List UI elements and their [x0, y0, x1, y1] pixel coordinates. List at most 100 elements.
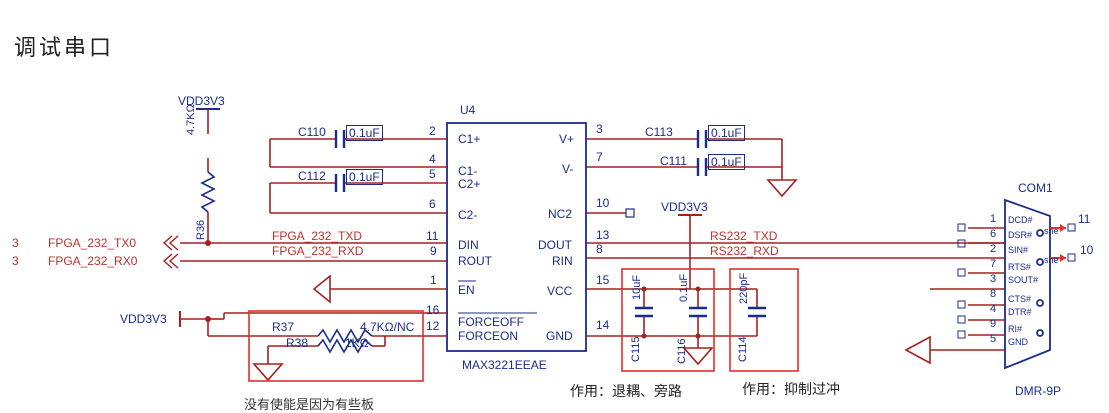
r36-ref: R36	[195, 219, 207, 240]
u4-pin-name: FORCEON	[458, 329, 518, 343]
u4-pin-number: 15	[596, 273, 610, 287]
r38-ref: R38	[286, 336, 309, 350]
r37-value: 4.7KΩ/NC	[360, 320, 415, 334]
u4-pin-number: 16	[426, 303, 440, 317]
u4-pin-number: 7	[596, 150, 603, 164]
highlight-box-enable	[248, 310, 424, 382]
c112-ref: C112	[298, 169, 326, 183]
u4-pin-name: C2+	[458, 177, 481, 191]
u4-pin-name: DOUT	[538, 238, 572, 252]
resistor-r37	[317, 328, 373, 344]
highlight-box-decoupling	[621, 268, 715, 372]
u4-pin-number: 4	[429, 152, 436, 166]
c116-value: 0.1uF	[678, 273, 690, 302]
u4-ref: U4	[460, 103, 476, 117]
u4-pin-number: 9	[430, 244, 437, 258]
c111-value: 0.1uF	[708, 154, 745, 170]
u4-pin-number: 3	[596, 122, 603, 136]
u4-pin-name: C1-	[458, 164, 478, 178]
u4-pin-name: NC2	[548, 207, 573, 221]
u4-pin-name: FORCEOFF	[458, 315, 524, 329]
c112-value: 0.1uF	[346, 169, 383, 185]
c116-ref: C116	[676, 338, 688, 364]
port-sheet-number: 3	[12, 254, 19, 268]
com1-body	[1004, 198, 1051, 370]
port-fpga-rx[interactable]: FPGA_232_RX0	[48, 254, 138, 268]
net-label: FPGA_232_TXD	[272, 229, 363, 243]
com1-pin-number: 1	[990, 213, 997, 225]
u4-pin-name: V-	[562, 162, 574, 176]
com1-pin-number: 4	[990, 303, 997, 315]
com1-part: DMR-9P	[1015, 384, 1062, 398]
com1-pin-name: DSR#	[1008, 230, 1033, 240]
c114-value: 220pF	[738, 272, 750, 304]
en-arrow	[312, 274, 331, 304]
u4-pin-number: 11	[426, 229, 439, 243]
u4-pin-name: C2-	[458, 208, 478, 222]
com1-pin-name: GND	[1008, 337, 1028, 347]
u4-pin-number: 5	[429, 167, 436, 181]
resistor-r38	[317, 338, 373, 354]
ground-symbol	[682, 347, 714, 366]
c111-ref: C111	[660, 154, 687, 168]
resistor-r36	[200, 171, 216, 213]
u4-pin-number: 12	[426, 319, 440, 333]
com1-pin-number: 5	[990, 333, 997, 345]
u4-pin-number: 14	[596, 318, 610, 332]
com1-pin-number: 8	[990, 288, 997, 300]
r36-value: 4.7KΩ	[185, 104, 197, 135]
net-label: RS232_TXD	[710, 229, 778, 243]
com1-pin-name: DCD#	[1008, 215, 1033, 225]
c113-ref: C113	[645, 125, 673, 139]
com1-pin-name: CTS#	[1008, 294, 1032, 304]
annotation-cut-note: 没有使能是因为有些板	[244, 397, 375, 412]
u4-pin-number: 2	[429, 124, 436, 138]
com1-mount-number: 11	[1078, 212, 1091, 226]
u4-body	[446, 122, 587, 352]
ground-symbol	[766, 179, 798, 198]
u4-pin-name: RIN	[552, 254, 573, 268]
com1-shield-label: she	[1044, 226, 1059, 236]
com1-shield-label: she	[1044, 255, 1059, 265]
net-label: FPGA_232_RXD	[272, 244, 364, 258]
com1-pin-name: SIN#	[1008, 245, 1029, 255]
power-label-vdd: VDD3V3	[178, 94, 225, 108]
gnd-arrow	[904, 335, 931, 365]
com1-ref: COM1	[1018, 181, 1053, 195]
r38-value: 1KΩ	[345, 336, 369, 350]
com1-pin-number: 3	[990, 273, 997, 285]
com1-mount-number: 10	[1080, 243, 1094, 257]
u4-pin-number: 1	[430, 273, 437, 287]
u4-pin-name: ROUT	[458, 254, 492, 268]
u4-pin-name: GND	[546, 329, 573, 343]
com1-pin-name: DTR#	[1008, 307, 1032, 317]
highlight-box-suppress	[729, 268, 799, 372]
c114-ref: C114	[737, 336, 749, 362]
com1-pin-name: RI#	[1008, 324, 1023, 334]
c115-ref: C115	[630, 336, 642, 362]
port-fpga-tx[interactable]: FPGA_232_TX0	[48, 236, 137, 250]
power-label-vdd: VDD3V3	[661, 200, 708, 214]
annotation-decoupling: 作用：退耦、旁路	[570, 383, 682, 399]
net-label: RS232_RXD	[710, 244, 779, 258]
r37-ref: R37	[272, 320, 295, 334]
u4-pin-name: V+	[559, 132, 575, 146]
u4-pin-name: DIN	[458, 238, 479, 252]
u4-pin-number: 8	[596, 242, 603, 256]
c110-ref: C110	[298, 125, 326, 139]
u4-pin-name: C1+	[458, 132, 481, 146]
u4-part: MAX3221EEAE	[462, 358, 547, 372]
c115-value: 10uF	[631, 274, 643, 300]
u4-pin-number: 6	[429, 197, 436, 211]
page-title: 调试串口	[14, 36, 115, 61]
c113-value: 0.1uF	[708, 125, 745, 141]
com1-pin-number: 6	[990, 228, 997, 240]
com1-pin-number: 9	[990, 318, 997, 330]
u4-pin-name: VCC	[547, 284, 573, 298]
com1-pin-number: 7	[990, 258, 997, 270]
u4-pin-name: EN	[458, 283, 475, 297]
u4-pin-number: 13	[596, 228, 610, 242]
ground-symbol	[252, 363, 284, 382]
annotation-suppress: 作用：抑制过冲	[742, 381, 840, 397]
